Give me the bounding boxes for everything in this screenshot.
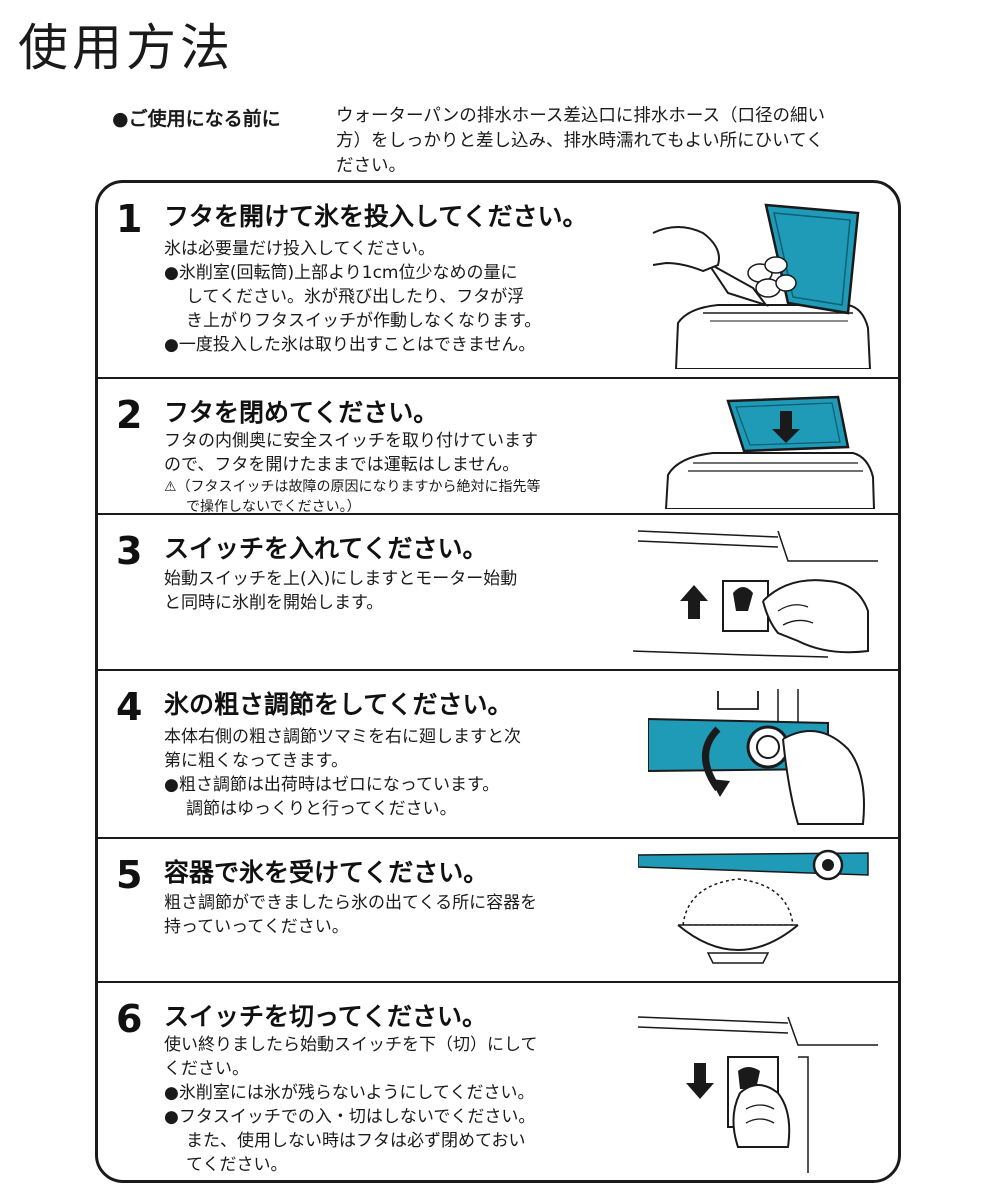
intro-text: ウォーターパンの排水ホース差込口に排水ホース（口径の細い 方）をしっかりと差し込…: [336, 104, 916, 179]
step-description: 始動スイッチを上(入)にしますとモーター始動 と同時に氷削を開始します。: [164, 567, 594, 615]
step-text-line: また、使用しない時はフタは必ず閉めておい: [186, 1131, 526, 1151]
step-divider: [98, 377, 898, 379]
step-text-line: ので、フタを開けたままでは運転はしません。: [164, 455, 520, 475]
step-divider: [98, 837, 898, 839]
step-bullet: ●一度投入した氷は取り出すことはできません。: [164, 335, 536, 355]
intro-line: ださい。: [336, 156, 406, 176]
step-number: 6: [116, 997, 143, 1041]
step-title: スイッチを入れてください。: [164, 534, 488, 563]
step-bullet: ●フタスイッチでの入・切はしないでください。: [164, 1107, 536, 1127]
step-text-line: ください。: [164, 1059, 249, 1079]
step-description: フタの内側奥に安全スイッチを取り付けています ので、フタを開けたままでは運転はし…: [164, 429, 594, 517]
step-text-line: してください。氷が飛び出したり、フタが浮: [186, 287, 525, 307]
step-text-line: 使い終りましたら始動スイッチを下（切）にして: [164, 1035, 538, 1055]
step-number: 4: [116, 685, 143, 729]
step-1: 1 フタを開けて氷を投入してください。 氷は必要量だけ投入してください。 ●氷削…: [98, 183, 898, 379]
step-text-line: き上がりフタスイッチが作動しなくなります。: [186, 311, 542, 331]
intro-section: ●ご使用になる前に ウォーターパンの排水ホース差込口に排水ホース（口径の細い 方…: [112, 104, 912, 176]
step-6: 6 スイッチを切ってください。 使い終りましたら始動スイッチを下（切）にして く…: [98, 983, 898, 1180]
step-text-line: 本体右側の粗さ調節ツマミを右に廻しますと次: [164, 727, 521, 747]
step-2: 2 フタを閉めてください。 フタの内側奥に安全スイッチを取り付けています ので、…: [98, 379, 898, 515]
step-text-line: 氷は必要量だけ投入してください。: [164, 239, 435, 259]
step-description: 氷は必要量だけ投入してください。 ●氷削室(回転筒)上部より1cm位少なめの量に…: [164, 237, 594, 357]
page-title: 使用方法: [18, 19, 234, 77]
step-description: 使い終りましたら始動スイッチを下（切）にして ください。 ●氷削室には氷が残らな…: [164, 1033, 594, 1177]
step-text-line: 始動スイッチを上(入)にしますとモーター始動: [164, 569, 518, 589]
intro-label: ●ご使用になる前に: [112, 108, 281, 130]
warning-note: で操作しないでください。）: [186, 499, 361, 515]
step-5: 5 容器で氷を受けてください。 粗さ調節ができましたら氷の出てくる所に容器を 持…: [98, 839, 898, 983]
step-description: 粗さ調節ができましたら氷の出てくる所に容器を 持っていってください。: [164, 891, 594, 939]
step-title: フタを閉めてください。: [164, 398, 439, 427]
step-number: 1: [116, 197, 143, 241]
step-4: 4 氷の粗さ調節をしてください。 本体右側の粗さ調節ツマミを右に廻しますと次 第…: [98, 671, 898, 837]
step-bullet: ●氷削室(回転筒)上部より1cm位少なめの量に: [164, 263, 518, 283]
step-text-line: 調節はゆっくりと行ってください。: [186, 799, 457, 819]
step-divider: [98, 513, 898, 515]
warning-note: ⚠（フタスイッチは故障の原因になりますから絶対に指先等: [164, 479, 541, 495]
step-text-line: 粗さ調節ができましたら氷の出てくる所に容器を: [164, 893, 538, 913]
step-title: 容器で氷を受けてください。: [164, 858, 489, 887]
step-bullet: ●粗さ調節は出荷時はゼロになっています。: [164, 775, 500, 795]
intro-line: ウォーターパンの排水ホース差込口に排水ホース（口径の細い: [336, 106, 825, 126]
coarseness-knob-illustration: [648, 689, 865, 825]
step-title: 氷の粗さ調節をしてください。: [164, 690, 513, 719]
step-bullet: ●氷削室には氷が残らないようにしてください。: [164, 1083, 535, 1103]
step-3: 3 スイッチを入れてください。 始動スイッチを上(入)にしますとモーター始動 と…: [98, 515, 898, 671]
step-number: 2: [116, 393, 143, 437]
step-number: 5: [116, 853, 143, 897]
step-text-line: 持っていってください。: [164, 917, 349, 937]
bowl-receiving-illustration: [638, 849, 869, 964]
intro-line: 方）をしっかりと差し込み、排水時濡れてもよい所にひいてく: [336, 131, 824, 151]
step-title: フタを開けて氷を投入してください。: [164, 202, 588, 231]
instruction-steps-box: 1 フタを開けて氷を投入してください。 氷は必要量だけ投入してください。 ●氷削…: [95, 180, 901, 1183]
switch-off-illustration: [637, 1016, 878, 1173]
step-text-line: と同時に氷削を開始します。: [164, 593, 384, 613]
step-divider: [98, 981, 898, 983]
lid-closing-illustration: [664, 395, 876, 509]
step-text-line: フタの内側奥に安全スイッチを取り付けています: [164, 431, 538, 451]
step-text-line: 第に粗くなってきます。: [164, 751, 348, 771]
step-text-line: てください。: [186, 1155, 288, 1175]
switch-on-illustration: [632, 530, 878, 658]
step-number: 3: [116, 529, 143, 573]
step-divider: [98, 669, 898, 671]
step-title: スイッチを切ってください。: [164, 1002, 488, 1031]
step-description: 本体右側の粗さ調節ツマミを右に廻しますと次 第に粗くなってきます。 ●粗さ調節は…: [164, 725, 594, 821]
ice-loading-illustration: [652, 203, 872, 369]
